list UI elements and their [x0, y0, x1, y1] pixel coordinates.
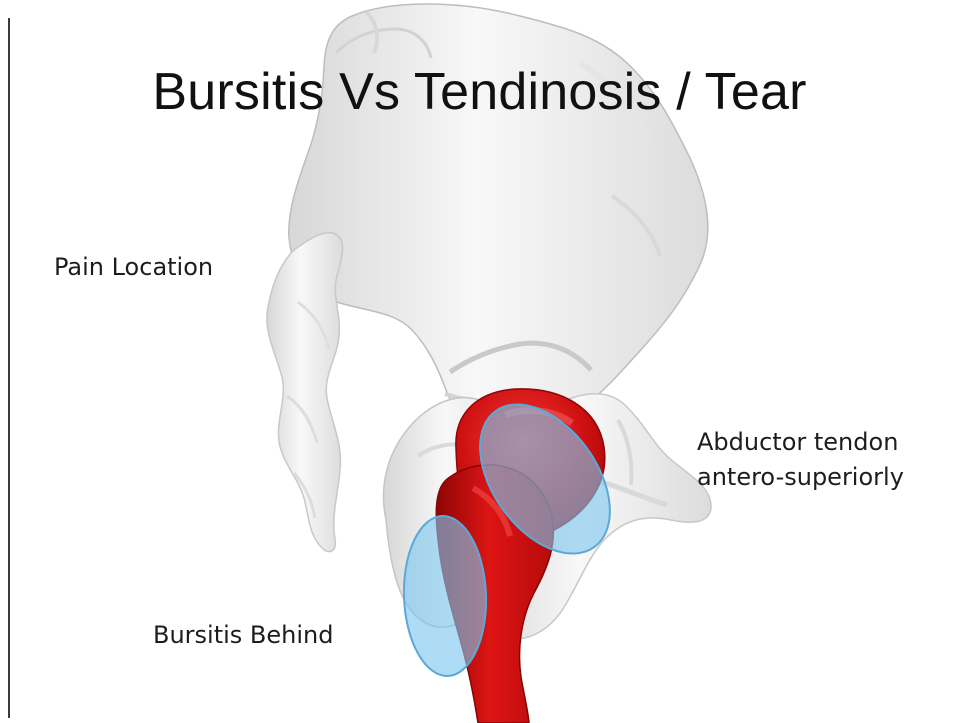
pain-location-label: Pain Location: [54, 253, 213, 282]
abductor-label-line-1: Abductor tendon: [697, 425, 904, 460]
sacrum-bone: [267, 233, 343, 552]
abductor-label-line-2: antero-superiorly: [697, 460, 904, 495]
abductor-tendon-label: Abductor tendon antero-superiorly: [697, 425, 904, 495]
bursitis-behind-label: Bursitis Behind: [153, 621, 333, 650]
slide-title: Bursitis Vs Tendinosis / Tear: [0, 64, 959, 121]
